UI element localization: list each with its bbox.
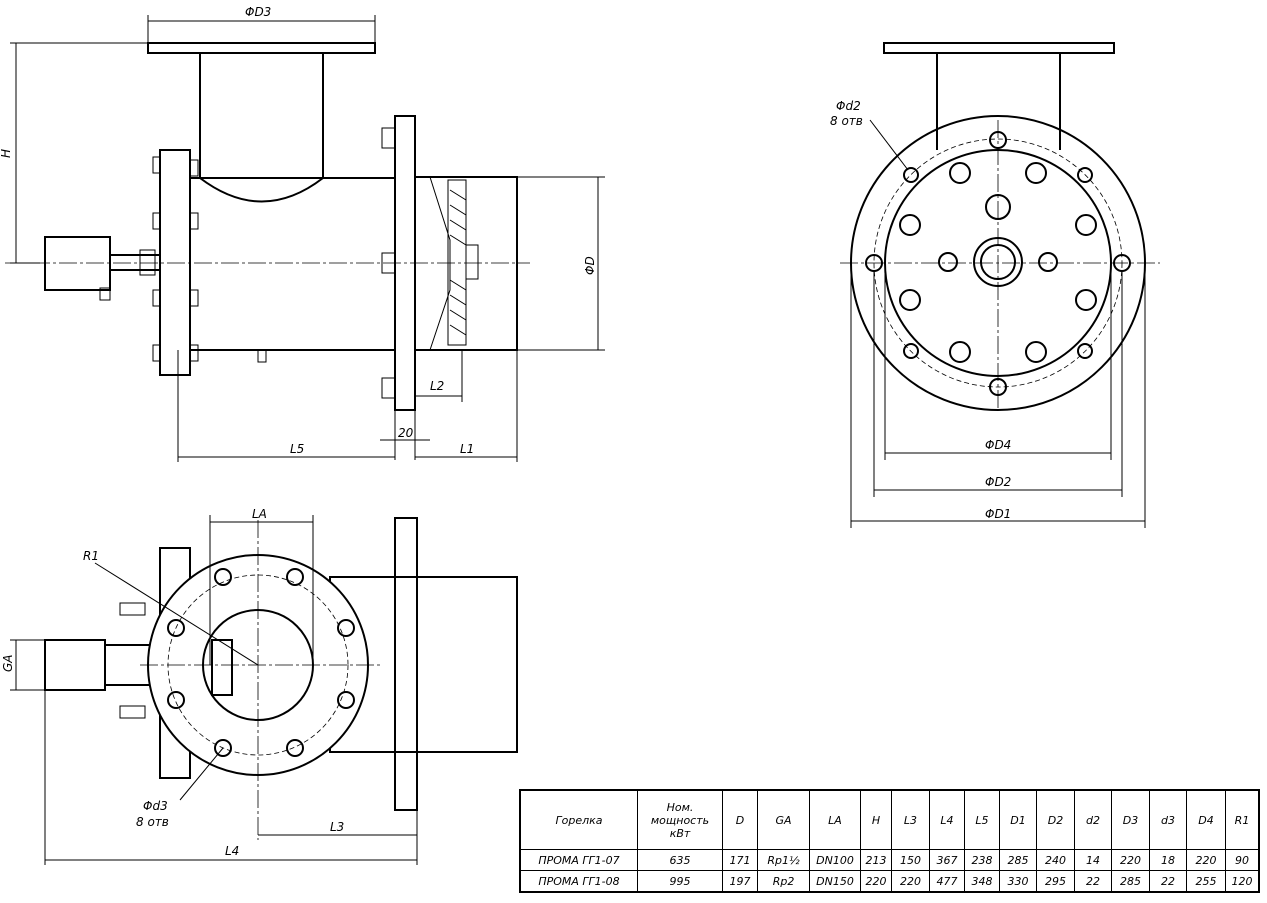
right-flange-top	[394, 517, 418, 811]
swirler	[447, 179, 467, 346]
table-cell: 90	[1225, 849, 1260, 871]
side-view: Φd2 8 отв ΦD4 ΦD2 ΦD1	[830, 42, 1160, 528]
table-cell: 213	[860, 849, 892, 871]
table-cell: 220	[860, 870, 892, 893]
header-cell: D1	[999, 789, 1037, 850]
dim-L5: L5	[290, 442, 304, 456]
dim-D4: ΦD4	[985, 438, 1011, 452]
table-cell: 150	[891, 849, 930, 871]
header-cell: D2	[1036, 789, 1075, 850]
dim-D2: ΦD2	[985, 475, 1011, 489]
dim-R1: R1	[83, 549, 99, 563]
dim-d3: Φd3	[143, 799, 168, 813]
table-cell: 295	[1036, 870, 1075, 893]
front-view: ΦD3 H ΦD L2 20 L5 L1	[0, 5, 605, 462]
table-cell: 285	[1111, 870, 1150, 893]
table-cell: 22	[1074, 870, 1112, 893]
header-cell: R1	[1225, 789, 1260, 850]
table-cell: 197	[722, 870, 758, 893]
burner-motor	[44, 236, 111, 291]
table-cell: 22	[1149, 870, 1187, 893]
table-cell: 171	[722, 849, 758, 871]
table-cell: 120	[1225, 870, 1260, 893]
table-cell: 635	[637, 849, 723, 871]
table-cell: 285	[999, 849, 1037, 871]
table-cell: Rp2	[757, 870, 810, 893]
top-flange-side	[883, 42, 1115, 54]
table-cell: 220	[891, 870, 930, 893]
header-cell: L5	[964, 789, 1000, 850]
dim-GA: GA	[1, 654, 15, 672]
spec-table: Горелка Ном. мощность кВт D GA LA H L3 L…	[519, 789, 1260, 893]
outlet-tube	[415, 176, 518, 351]
table-cell: 18	[1149, 849, 1187, 871]
table-cell: 220	[1186, 849, 1226, 871]
header-cell: L3	[891, 789, 930, 850]
table-cell: 238	[964, 849, 1000, 871]
table-cell: 14	[1074, 849, 1112, 871]
table-cell: DN150	[809, 870, 861, 893]
table-cell: 240	[1036, 849, 1075, 871]
dim-D: ΦD	[583, 256, 597, 275]
table-cell: ПРОМА ГГ1-08	[519, 870, 638, 893]
header-cell: D4	[1186, 789, 1226, 850]
dim-d2: Φd2	[836, 99, 861, 113]
table-cell: 348	[964, 870, 1000, 893]
header-cell: Горелка	[519, 789, 638, 850]
dim-L1: L1	[460, 442, 474, 456]
body	[190, 177, 395, 351]
table-cell: 220	[1111, 849, 1150, 871]
header-cell: H	[860, 789, 892, 850]
dim-L2: L2	[430, 379, 444, 393]
burner-motor-top	[44, 639, 106, 691]
dim-20: 20	[398, 426, 414, 440]
dim-H: H	[0, 149, 13, 158]
header-cell: d3	[1149, 789, 1187, 850]
header-cell: D	[722, 789, 758, 850]
table-cell: 995	[637, 870, 723, 893]
dim-d3-holes: 8 отв	[136, 815, 169, 829]
gas-inlet-pipe	[199, 53, 324, 203]
dim-LA: LA	[252, 507, 267, 521]
header-cell: d2	[1074, 789, 1112, 850]
table-cell: 255	[1186, 870, 1226, 893]
header-cell: LA	[809, 789, 861, 850]
left-flange	[159, 149, 191, 376]
dim-D3: ΦD3	[245, 5, 271, 19]
top-view: LA R1 GA Φd3 8 отв L3 L4	[1, 507, 518, 865]
header-cell: L4	[929, 789, 965, 850]
header-cell: D3	[1111, 789, 1150, 850]
dim-L4: L4	[225, 844, 239, 858]
dim-L3: L3	[330, 820, 344, 834]
table-cell: Rp1½	[757, 849, 810, 871]
table-header-row: Горелка Ном. мощность кВт D GA LA H L3 L…	[519, 789, 1260, 850]
table-cell: 330	[999, 870, 1037, 893]
table-cell: DN100	[809, 849, 861, 871]
table-cell: 367	[929, 849, 965, 871]
table-cell: 477	[929, 870, 965, 893]
dim-d2-holes: 8 отв	[830, 114, 863, 128]
header-cell: GA	[757, 789, 810, 850]
header-cell: Ном. мощность кВт	[637, 789, 723, 850]
top-flange	[147, 42, 376, 54]
dim-D1: ΦD1	[985, 507, 1011, 521]
table-cell: ПРОМА ГГ1-07	[519, 849, 638, 871]
